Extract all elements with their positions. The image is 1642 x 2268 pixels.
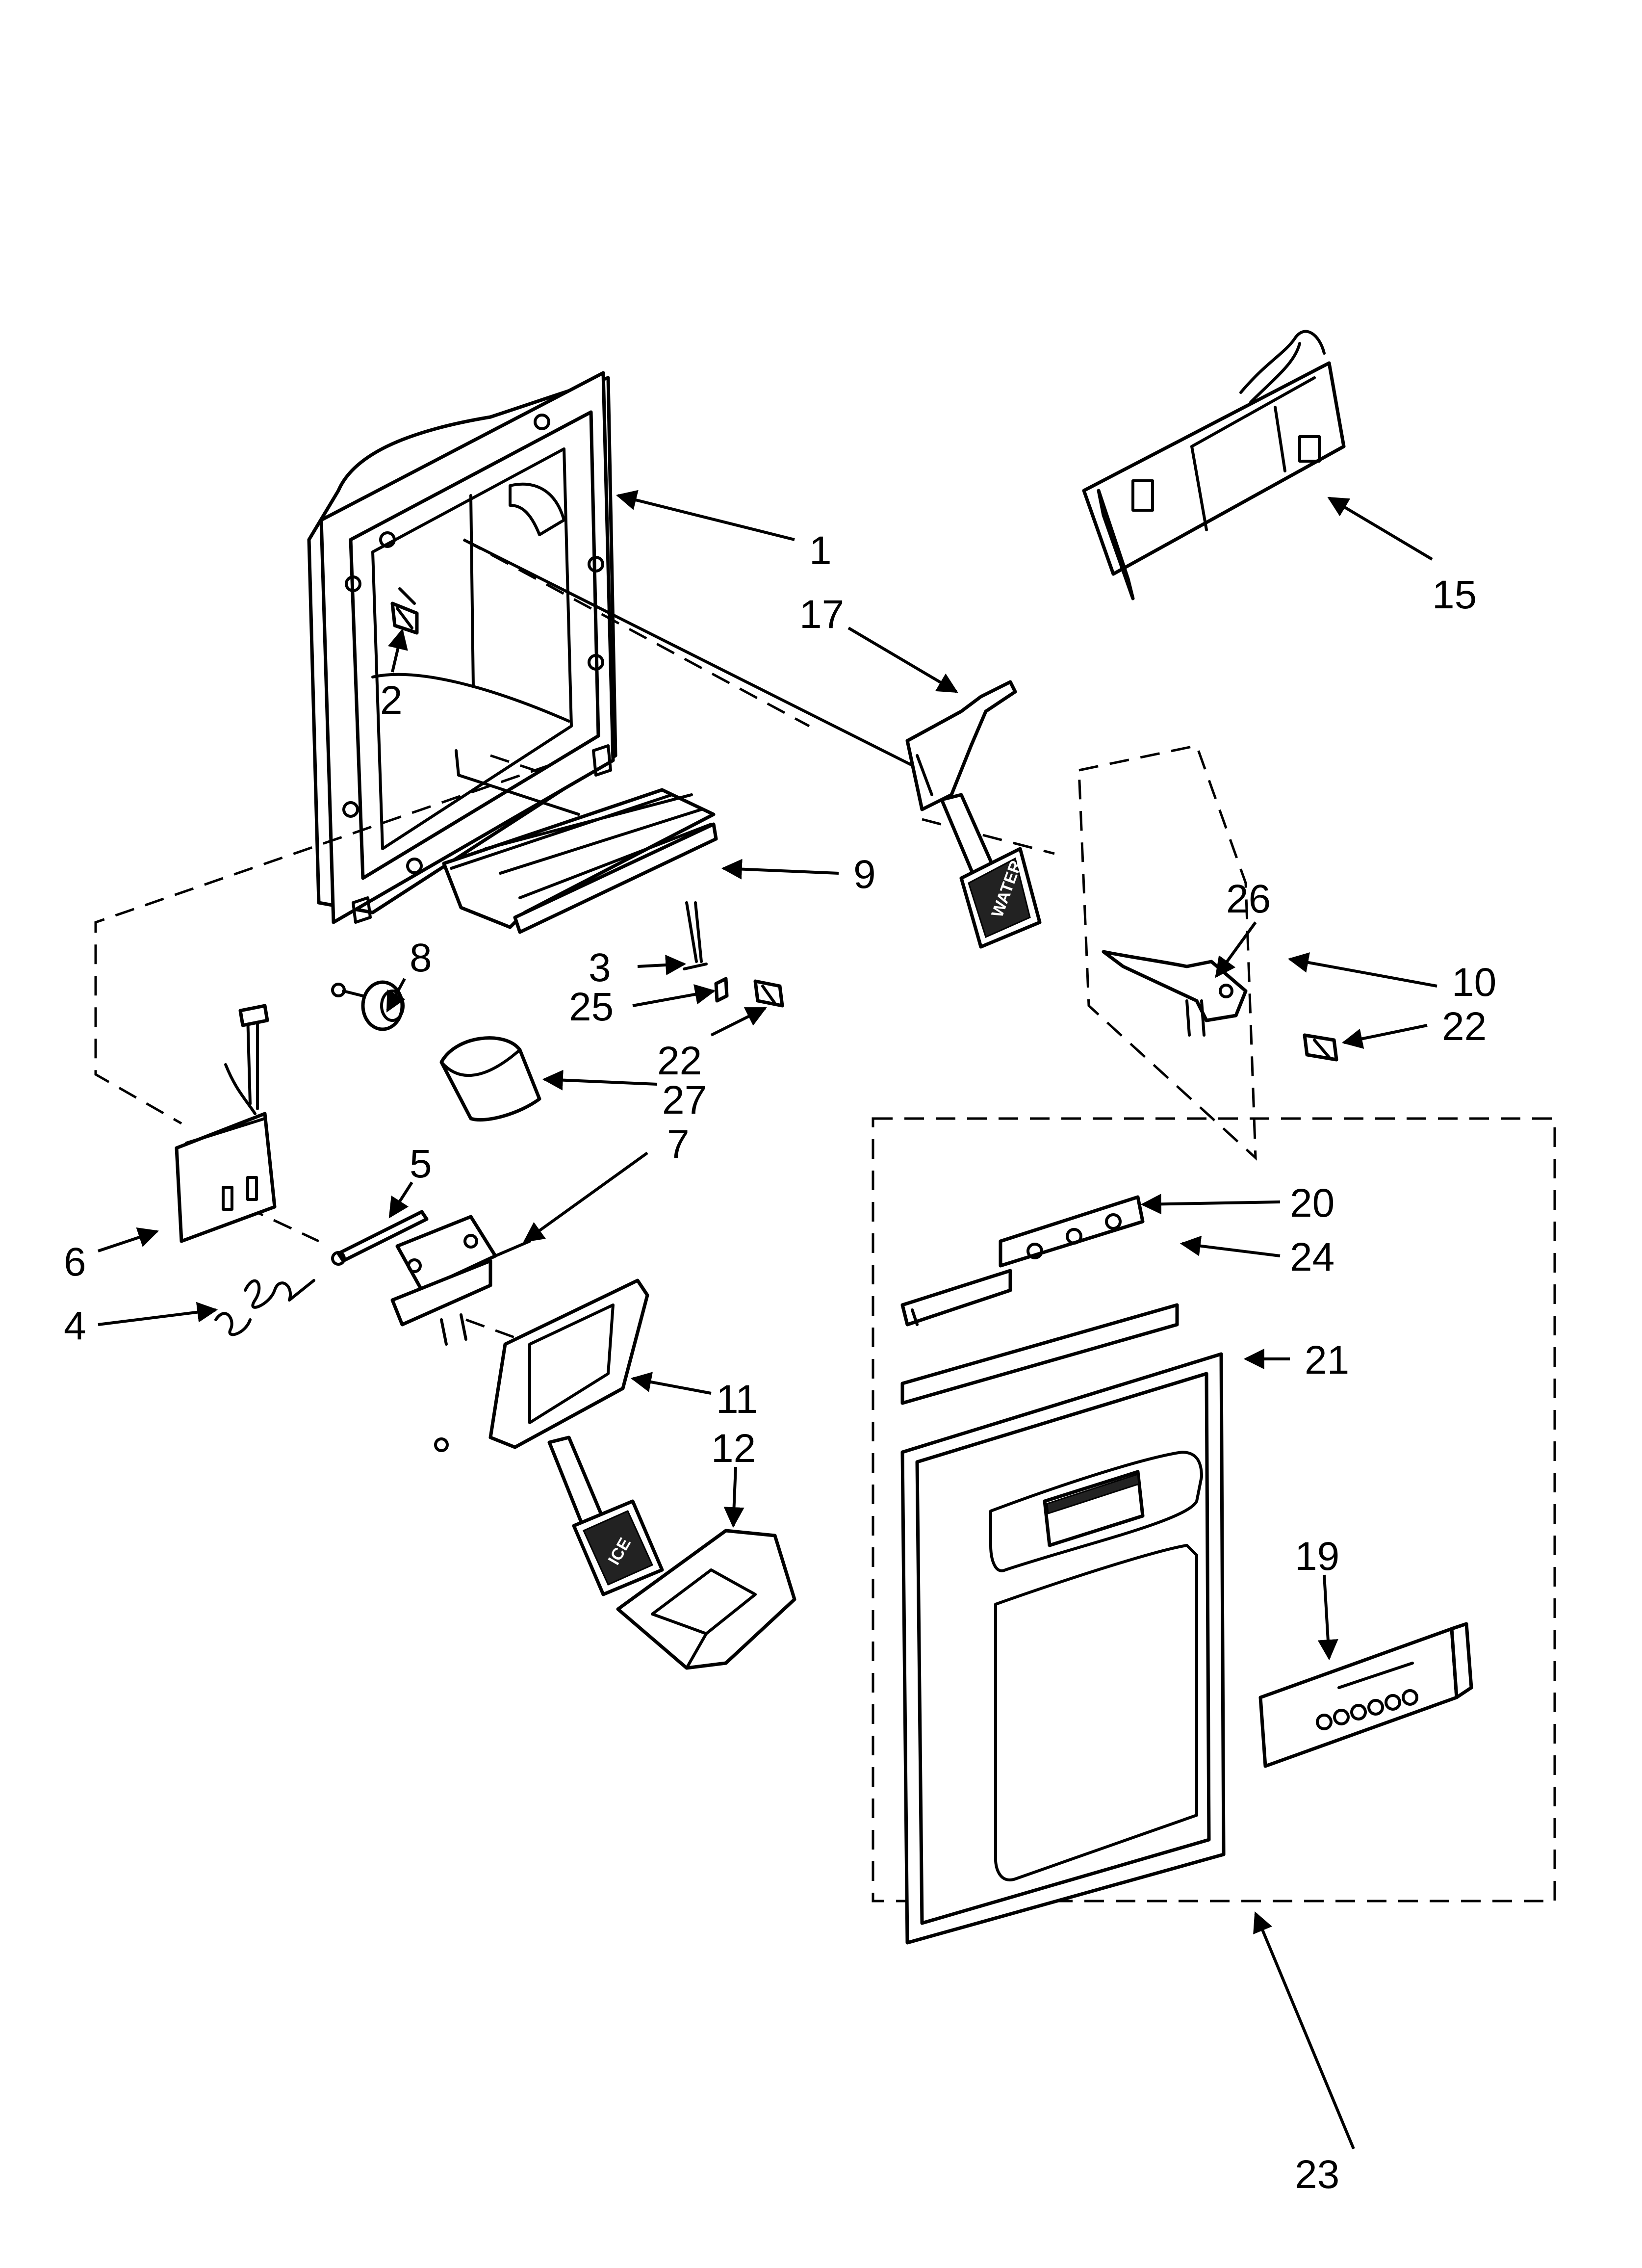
pin-part-5	[331, 1210, 429, 1266]
label-part-26: 26	[1226, 877, 1271, 921]
ice-lever-part-11: ICE	[434, 1278, 664, 1596]
label-part-27: 27	[662, 1078, 707, 1122]
label-part-1: 1	[809, 528, 832, 573]
control-module-part-15	[1082, 330, 1346, 600]
cover-part-27	[439, 1036, 541, 1122]
spring-part-4	[214, 1279, 315, 1336]
leader-arrows	[98, 490, 1437, 2150]
screw-part-2	[390, 587, 419, 635]
label-part-12: 12	[711, 1426, 756, 1471]
strip-part-24	[900, 1303, 1179, 1405]
control-overlay-part-19	[1258, 1622, 1473, 1768]
actuator-part-7	[390, 1215, 531, 1346]
label-part-2: 2	[380, 678, 403, 723]
small-bracket	[714, 977, 729, 1003]
alignment-lines	[94, 538, 1055, 1341]
drip-tray	[442, 788, 718, 934]
label-part-22-left: 22	[657, 1039, 702, 1083]
front-panel-part-21	[900, 1352, 1226, 1945]
label-part-19: 19	[1295, 1534, 1339, 1579]
assembly-box-part-23	[872, 1117, 1556, 1903]
switch-part-6	[175, 1004, 277, 1243]
screw-part-22-right	[1303, 1033, 1338, 1062]
label-part-3: 3	[589, 945, 611, 990]
label-part-5: 5	[410, 1142, 432, 1186]
label-part-17: 17	[799, 592, 844, 637]
water-lever-part-17: WATER	[905, 680, 1042, 949]
label-part-24: 24	[1290, 1235, 1334, 1279]
label-part-8: 8	[410, 936, 432, 980]
dispenser-housing	[307, 371, 617, 924]
part-labels: 1 2 3 4 5 6 7 8 9 10 11 12 15 17 19 20 2…	[64, 528, 1496, 2197]
label-part-11: 11	[716, 1377, 758, 1422]
label-part-10: 10	[1452, 960, 1496, 1005]
bracket-assembly-part-10	[1078, 744, 1257, 1161]
spring-clip	[683, 901, 708, 970]
label-part-20: 20	[1290, 1181, 1334, 1225]
label-part-15: 15	[1432, 573, 1477, 617]
label-part-21: 21	[1305, 1338, 1349, 1382]
solenoid-part-8	[331, 980, 405, 1031]
label-part-23: 23	[1295, 2152, 1339, 2197]
label-part-22-right: 22	[1442, 1004, 1487, 1049]
label-part-7: 7	[667, 1122, 690, 1167]
label-part-25: 25	[569, 985, 614, 1029]
screw-part-22-left	[753, 979, 784, 1008]
control-board-part-20	[900, 1195, 1145, 1327]
label-part-6: 6	[64, 1240, 86, 1284]
label-part-9: 9	[853, 852, 876, 897]
ice-chute-part-12	[616, 1529, 796, 1670]
label-part-4: 4	[64, 1303, 86, 1348]
